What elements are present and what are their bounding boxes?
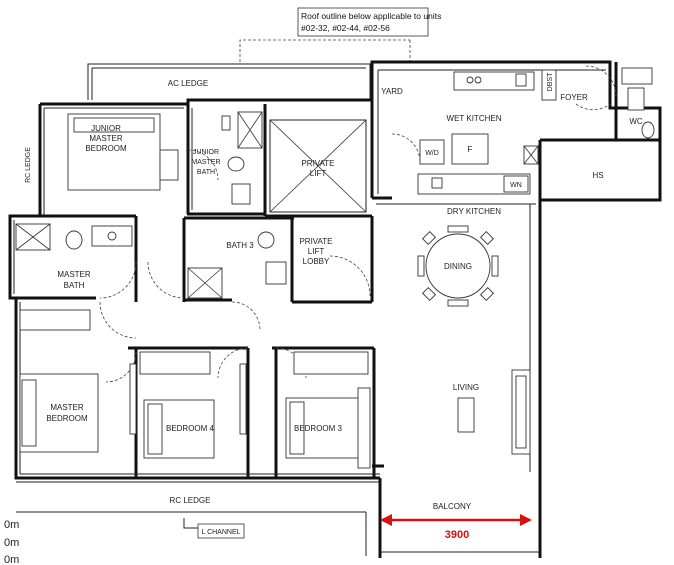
living-label: LIVING	[453, 383, 479, 392]
dimension-value: 3900	[445, 529, 469, 541]
master-bedroom-l1: MASTER	[50, 403, 84, 412]
dimension-arrow	[380, 514, 532, 526]
edge-fragment-3: 0m	[4, 554, 19, 565]
wn-label: WN	[510, 182, 522, 189]
inner-lines	[13, 69, 606, 475]
l-channel-box	[197, 523, 245, 539]
roof-note-box	[297, 7, 429, 37]
l-channel-label: L CHANNEL	[201, 529, 240, 536]
private-lift-l1: PRIVATE	[301, 159, 334, 168]
rc-ledge-bottom-label: RC LEDGE	[170, 496, 211, 505]
wd-label: W/D	[425, 150, 439, 157]
rc-ledge-side-label: RC LEDGE	[25, 147, 32, 183]
junior-master-bath-l2: MASTER	[191, 159, 220, 166]
l-channel-pointer	[183, 518, 198, 529]
balcony-label: BALCONY	[433, 502, 472, 511]
ac-ledge	[87, 63, 371, 100]
dry-kitchen-label: DRY KITCHEN	[447, 207, 501, 216]
roof-outline	[239, 39, 411, 62]
master-bedroom-l2: BEDROOM	[46, 414, 88, 423]
junior-master-bedroom-l1: JUNIOR	[91, 124, 121, 133]
lift-lobby-l2: LIFT	[308, 247, 325, 256]
junior-master-bath-l1: JUNIOR	[193, 149, 219, 156]
dbst-label: DBST	[547, 72, 554, 91]
master-bath-l2: BATH	[64, 281, 85, 290]
junior-master-bedroom-l3: BEDROOM	[85, 144, 127, 153]
junior-master-bath-l3: BATH	[197, 169, 215, 176]
private-lift-l2: LIFT	[310, 169, 327, 178]
edge-fragment-1: 0m	[4, 519, 19, 531]
master-bath-l1: MASTER	[57, 270, 91, 279]
foyer-label: FOYER	[560, 93, 588, 102]
wet-kitchen-label: WET KITCHEN	[447, 114, 502, 123]
hs-label: HS	[592, 171, 603, 180]
lift-lobby-l1: PRIVATE	[299, 237, 332, 246]
roof-note-line2: #02-32, #02-44, #02-56	[301, 23, 390, 33]
doors	[99, 65, 617, 383]
edge-fragment-2: 0m	[4, 537, 19, 549]
rc-ledge-bottom	[16, 481, 540, 556]
bath3-label: BATH 3	[226, 241, 254, 250]
roof-note-line1: Roof outline below applicable to units	[301, 11, 441, 21]
lift-lobby-l3: LOBBY	[303, 257, 330, 266]
bedroom4-label: BEDROOM 4	[166, 424, 215, 433]
fixtures	[15, 67, 655, 469]
bedroom3-label: BEDROOM 3	[294, 424, 343, 433]
wc-label: WC	[629, 117, 643, 126]
fridge-label: F	[468, 145, 473, 154]
dining-label: DINING	[444, 262, 472, 271]
yard-label: YARD	[381, 87, 403, 96]
junior-master-bedroom-l2: MASTER	[89, 134, 123, 143]
ac-ledge-label: AC LEDGE	[168, 79, 208, 88]
walls	[8, 60, 662, 558]
